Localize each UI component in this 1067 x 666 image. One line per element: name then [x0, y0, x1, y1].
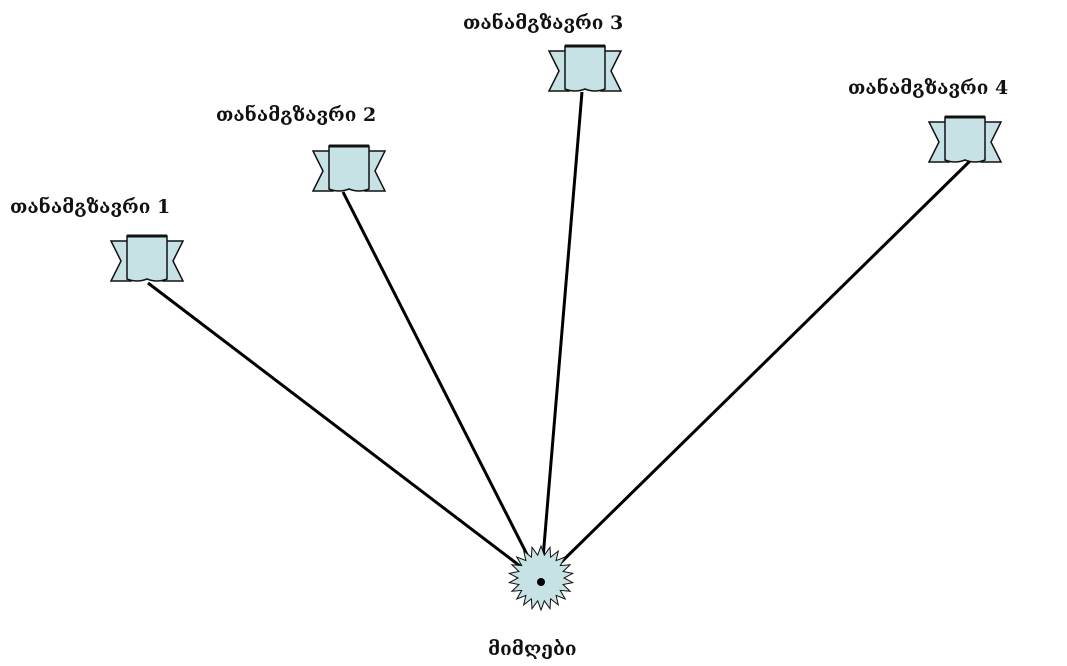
satellite-4-label: თანამგზავრი 4	[848, 77, 1009, 99]
receiver-icon	[507, 544, 575, 612]
receiver-label: მიმღები	[488, 638, 577, 660]
satellite-3-label: თანამგზავრი 3	[463, 12, 624, 34]
link-line-1	[147, 281, 542, 584]
link-line-2	[341, 191, 543, 583]
satellite-2-label: თანამგზავრი 2	[216, 104, 377, 126]
link-line-3	[539, 91, 584, 583]
satellite-4-icon	[927, 115, 1003, 164]
satellite-1-label: თანამგზავრი 1	[10, 196, 171, 218]
satellite-2-icon	[311, 144, 387, 193]
link-line-4	[539, 158, 973, 584]
satellite-1-icon	[109, 234, 185, 283]
satellite-3-icon	[547, 44, 623, 93]
